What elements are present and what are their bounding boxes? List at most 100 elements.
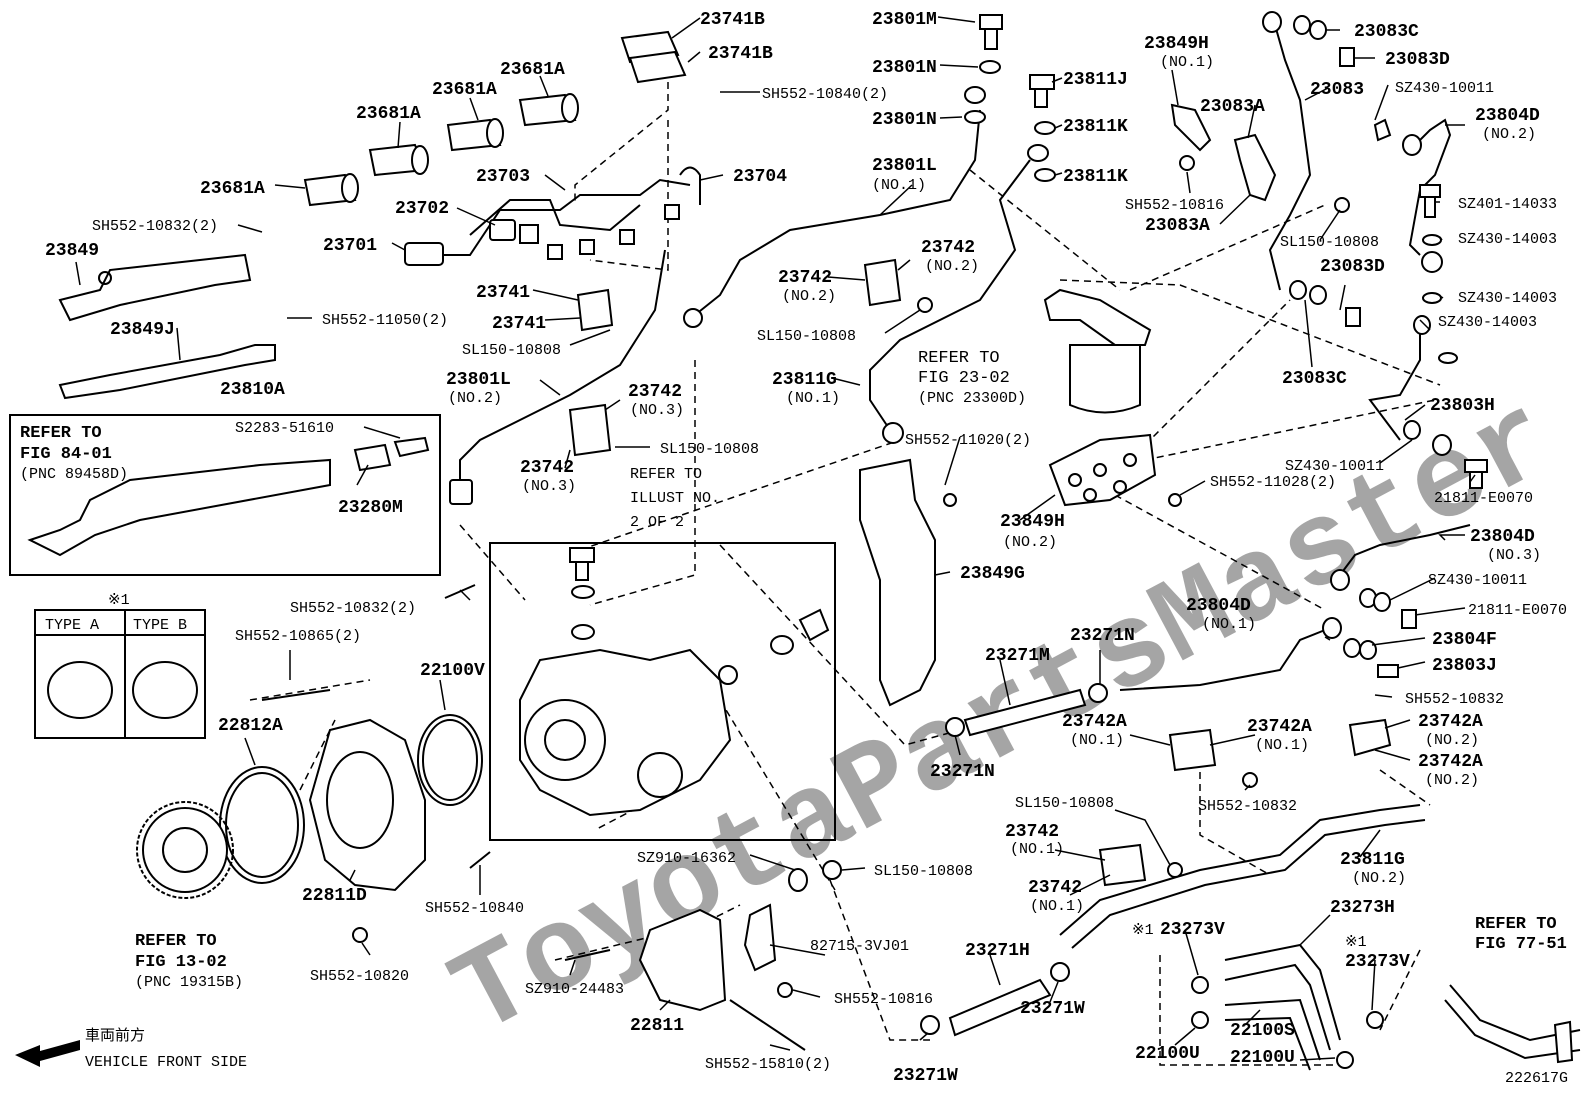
part-callout[interactable]: 23271N (1070, 626, 1135, 646)
part-callout[interactable]: 23742A (1247, 717, 1312, 737)
part-callout[interactable]: SL150-10808 (1015, 795, 1114, 812)
part-callout[interactable]: 23742A (1418, 712, 1483, 732)
part-callout[interactable]: SZ910-24483 (525, 981, 624, 998)
part-callout[interactable]: SH552-11050(2) (322, 312, 448, 329)
part-callout[interactable]: 23741 (492, 314, 546, 334)
part-callout[interactable]: 22100U (1230, 1048, 1295, 1068)
part-callout[interactable]: 23742A (1062, 712, 1127, 732)
part-callout[interactable]: 23742 (628, 382, 682, 402)
part-callout[interactable]: (NO.2) (1425, 732, 1479, 749)
part-callout[interactable]: 23742 (520, 458, 574, 478)
part-callout[interactable]: 23801N (872, 110, 937, 130)
part-callout[interactable]: SZ430-10011 (1395, 80, 1494, 97)
part-callout[interactable]: 23701 (323, 236, 377, 256)
part-callout[interactable]: SZ430-10011 (1285, 458, 1384, 475)
part-callout[interactable]: SH552-10816 (1125, 197, 1224, 214)
part-callout[interactable]: SH552-10832(2) (92, 218, 218, 235)
part-callout[interactable]: 23083D (1320, 257, 1385, 277)
part-callout[interactable]: (NO.2) (1003, 534, 1057, 551)
part-callout[interactable]: 23273V (1160, 920, 1225, 940)
part-callout[interactable]: SL150-10808 (874, 863, 973, 880)
part-callout[interactable]: SZ430-10011 (1428, 572, 1527, 589)
part-callout[interactable]: 23083 (1310, 80, 1364, 100)
part-callout[interactable]: SH552-10840(2) (762, 86, 888, 103)
part-callout[interactable]: 23742A (1418, 752, 1483, 772)
ref-fig23[interactable]: REFER TO FIG 23-02 (PNC 23300D) (918, 349, 1026, 407)
part-callout[interactable]: 82715-3VJ01 (810, 938, 909, 955)
part-callout[interactable]: 23811J (1063, 70, 1128, 90)
part-callout[interactable]: 23681A (432, 80, 497, 100)
part-callout[interactable]: 23702 (395, 199, 449, 219)
part-callout[interactable]: (NO.3) (1487, 547, 1541, 564)
part-callout[interactable]: 23083D (1385, 50, 1450, 70)
part-callout[interactable]: (NO.1) (1202, 616, 1256, 633)
part-callout[interactable]: SZ430-14003 (1438, 314, 1537, 331)
part-callout[interactable]: 23803H (1430, 396, 1495, 416)
part-callout[interactable]: 22811D (302, 886, 367, 906)
part-callout[interactable]: SZ401-14033 (1458, 196, 1557, 213)
part-callout[interactable]: (NO.3) (630, 402, 684, 419)
part-callout[interactable]: 23742 (921, 238, 975, 258)
part-callout[interactable]: SH552-10816 (834, 991, 933, 1008)
part-callout[interactable]: (NO.2) (448, 390, 502, 407)
part-callout[interactable]: (NO.2) (1425, 772, 1479, 789)
part-callout[interactable]: 23803J (1432, 656, 1497, 676)
part-callout[interactable]: 23742 (778, 268, 832, 288)
part-callout[interactable]: 23811G (1340, 850, 1405, 870)
part-callout[interactable]: (NO.1) (1030, 898, 1084, 915)
part-callout[interactable]: SL150-10808 (757, 328, 856, 345)
part-callout[interactable]: 23681A (356, 104, 421, 124)
ref-illust[interactable]: REFER TO ILLUST NO. 2 OF 2 (630, 466, 720, 531)
part-callout[interactable]: (NO.2) (1352, 870, 1406, 887)
part-callout[interactable]: SH552-10820 (310, 968, 409, 985)
part-callout[interactable]: 23681A (500, 60, 565, 80)
part-callout[interactable]: (NO.1) (1160, 54, 1214, 71)
part-callout[interactable]: 23741B (708, 44, 773, 64)
part-callout[interactable]: 23271W (1020, 999, 1085, 1019)
part-callout[interactable]: 23849 (45, 241, 99, 261)
part-callout[interactable]: SZ430-14003 (1458, 290, 1557, 307)
part-callout[interactable]: 23801L (872, 156, 937, 176)
part-callout[interactable]: 23271W (893, 1066, 958, 1086)
part-callout[interactable]: SH552-15810(2) (705, 1056, 831, 1073)
part-callout[interactable]: 23804F (1432, 630, 1497, 650)
part-callout[interactable]: 23083C (1354, 22, 1419, 42)
part-callout[interactable]: 23273H (1330, 898, 1395, 918)
part-callout[interactable]: (NO.3) (522, 478, 576, 495)
part-callout[interactable]: SH552-10840 (425, 900, 524, 917)
part-callout[interactable]: 21811-E0070 (1468, 602, 1567, 619)
part-callout[interactable]: 23083A (1200, 97, 1265, 117)
part-callout[interactable]: SZ910-16362 (637, 850, 736, 867)
part-callout[interactable]: 22811 (630, 1016, 684, 1036)
part-callout[interactable]: 23742 (1005, 822, 1059, 842)
part-callout[interactable]: 23271H (965, 941, 1030, 961)
part-callout[interactable]: 23849H (1000, 512, 1065, 532)
part-callout[interactable]: 23849J (110, 320, 175, 340)
part-callout[interactable]: 22100U (1135, 1044, 1200, 1064)
part-callout[interactable]: ※1 (1345, 934, 1367, 951)
part-callout[interactable]: (NO.2) (782, 288, 836, 305)
part-callout[interactable]: SH552-11020(2) (905, 432, 1031, 449)
part-callout[interactable]: (NO.1) (1070, 732, 1124, 749)
part-callout[interactable]: S2283-51610 (235, 420, 334, 437)
part-callout[interactable]: 23801M (872, 10, 937, 30)
part-callout[interactable]: SH552-11028(2) (1210, 474, 1336, 491)
part-callout[interactable]: (NO.2) (1482, 126, 1536, 143)
part-callout[interactable]: 23741B (700, 10, 765, 30)
part-callout[interactable]: 23804D (1470, 527, 1535, 547)
part-callout[interactable]: (NO.1) (1255, 737, 1309, 754)
part-callout[interactable]: 23811K (1063, 117, 1128, 137)
part-callout[interactable]: 23704 (733, 167, 787, 187)
part-callout[interactable]: (NO.2) (925, 258, 979, 275)
part-callout[interactable]: 22100S (1230, 1021, 1295, 1041)
part-callout[interactable]: 23849G (960, 564, 1025, 584)
part-callout[interactable]: 23280M (338, 498, 403, 518)
part-callout[interactable]: (NO.1) (786, 390, 840, 407)
part-callout[interactable]: 23271N (930, 762, 995, 782)
part-callout[interactable]: SH552-10832 (1198, 798, 1297, 815)
part-callout[interactable]: 22812A (218, 716, 283, 736)
part-callout[interactable]: SL150-10808 (462, 342, 561, 359)
part-callout[interactable]: SH552-10865(2) (235, 628, 361, 645)
part-callout[interactable]: 23804D (1475, 106, 1540, 126)
part-callout[interactable]: SZ430-14003 (1458, 231, 1557, 248)
